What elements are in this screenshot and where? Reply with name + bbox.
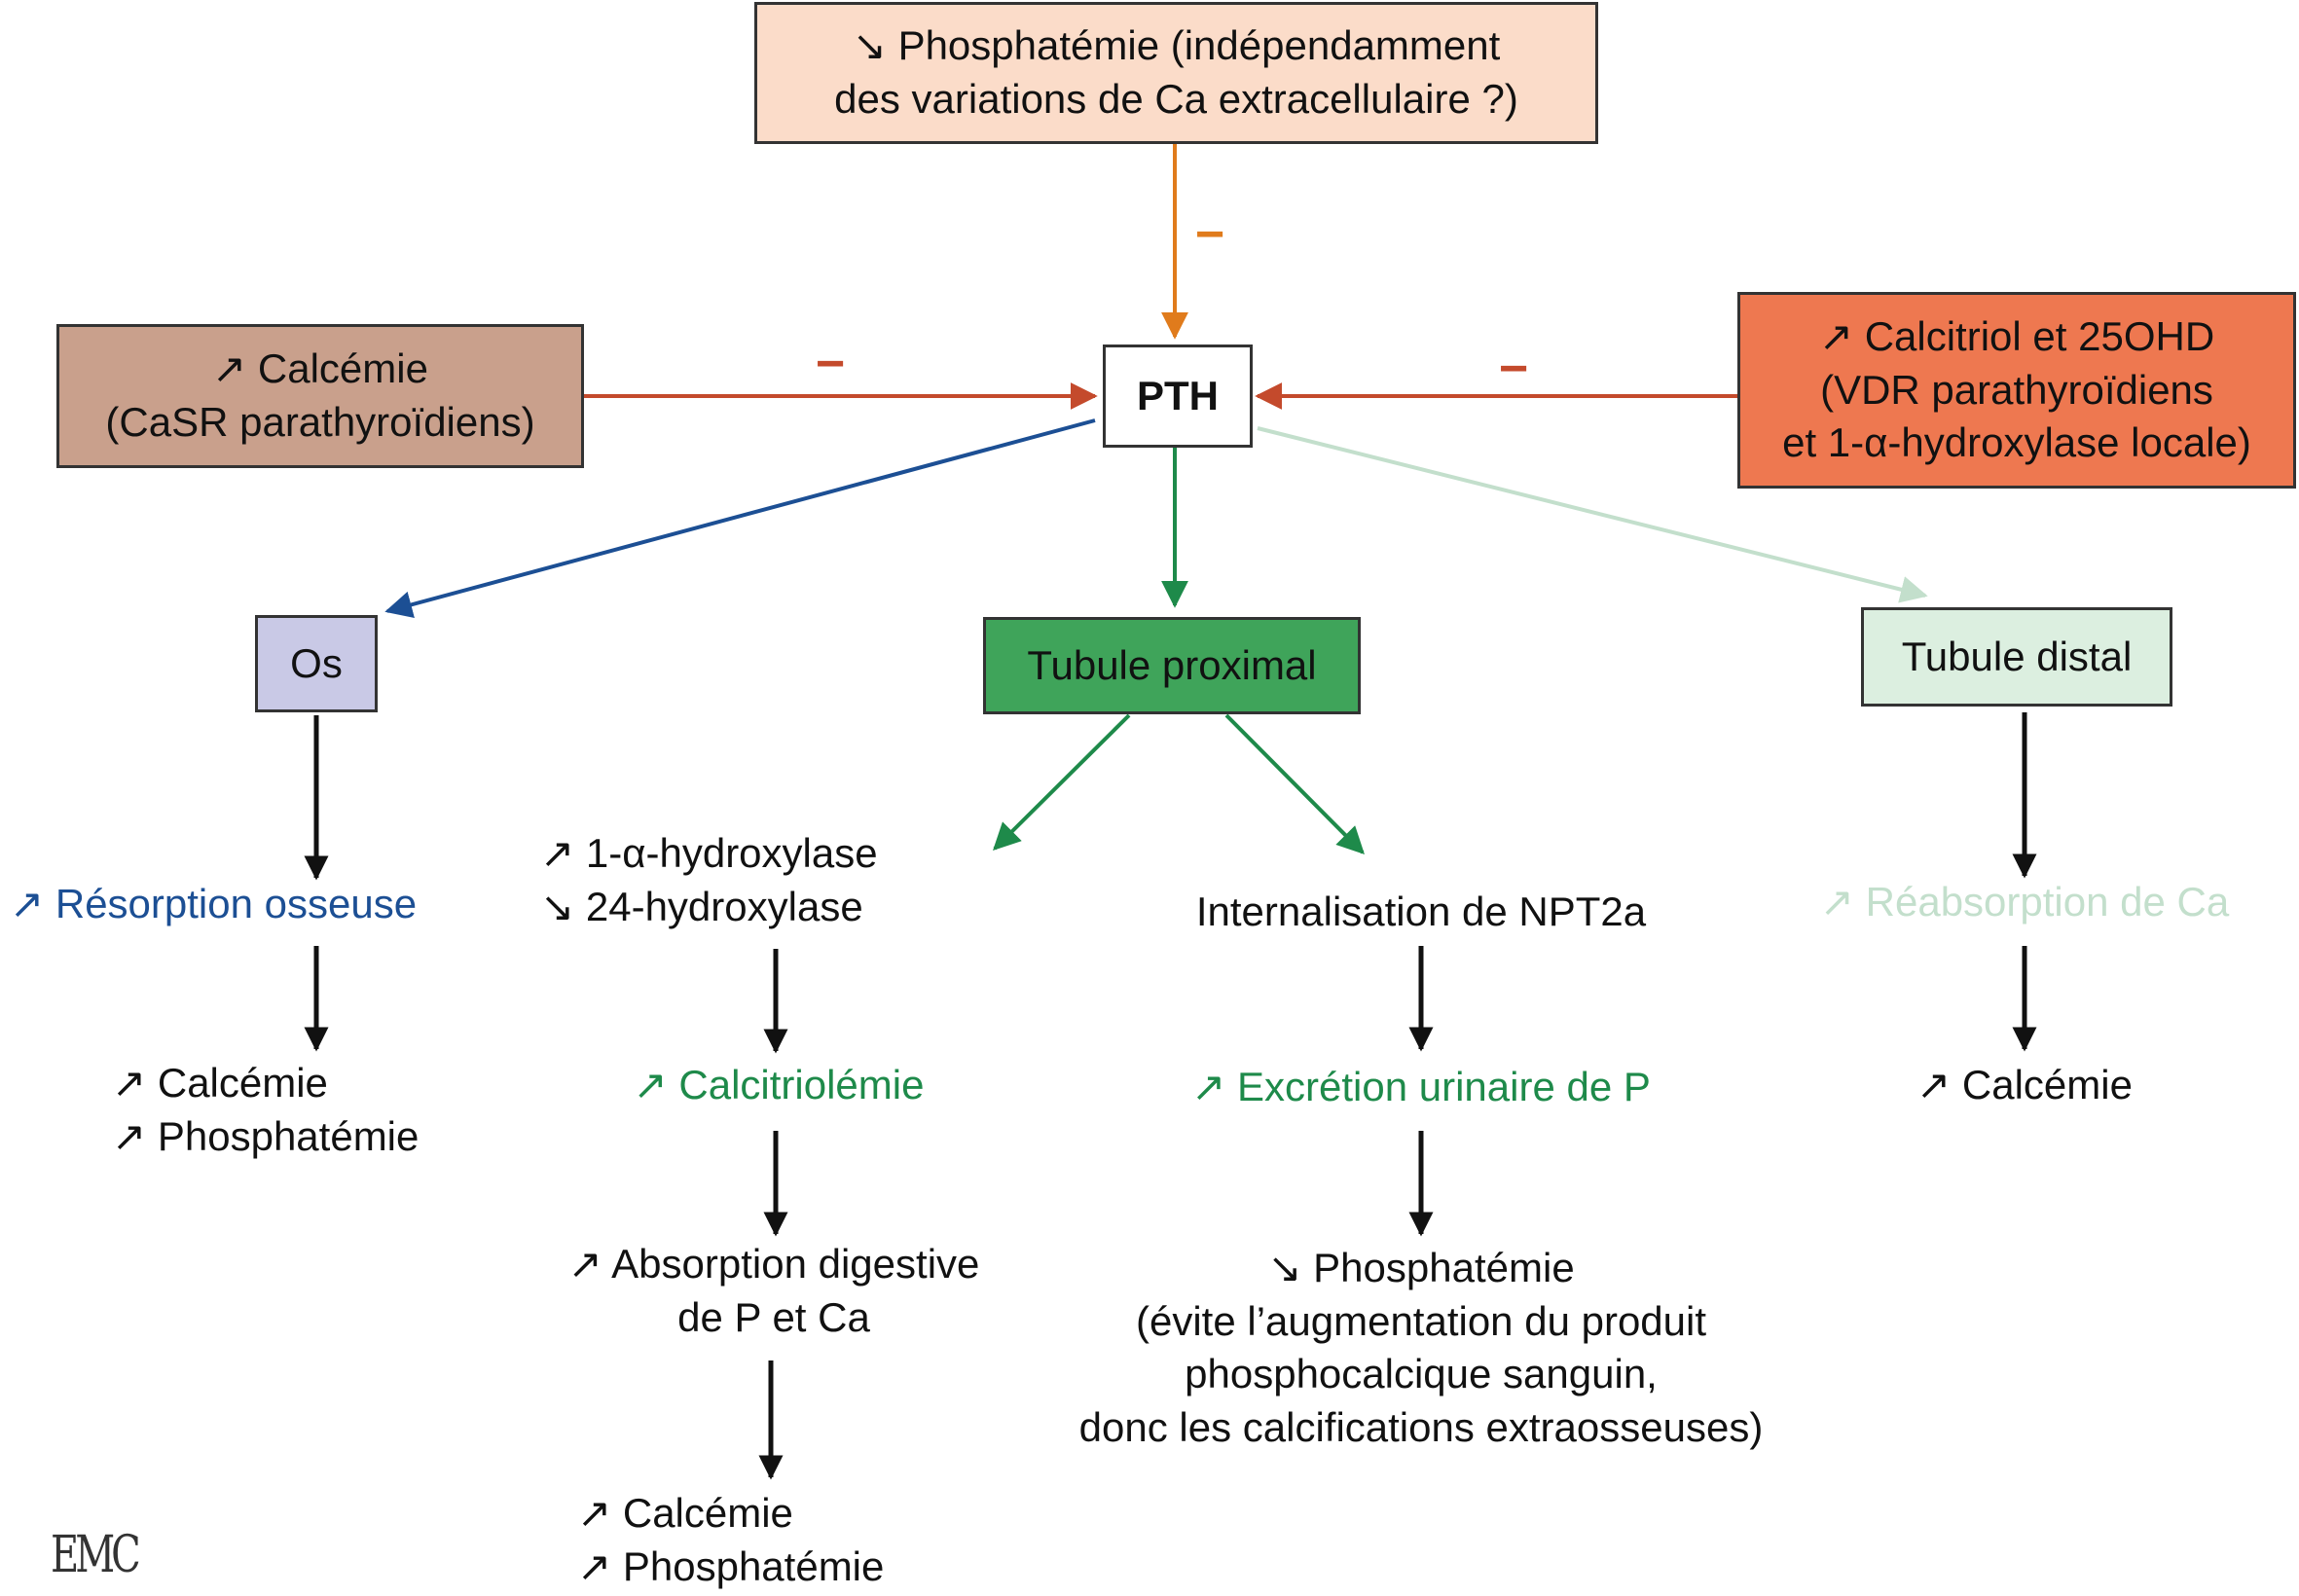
distal-result-calcemie: ↗ Calcémie <box>1916 1062 2133 1107</box>
calcemia-casr-box-line-2: (CaSR parathyroïdiens) <box>105 399 535 445</box>
tubule-proximal-label: Tubule proximal <box>1027 641 1317 688</box>
os-result-phosphatemie: ↗ Phosphatémie <box>112 1112 420 1159</box>
excretion-urinaire-text: ↗ Excrétion urinaire de P <box>1191 1064 1651 1109</box>
calcitriol-box: ↗ Calcitriol et 25OHD (VDR parathyroïdie… <box>1737 292 2296 489</box>
arrow-pth-to-os <box>384 418 1096 618</box>
emc-logo: EMC <box>51 1526 141 1584</box>
calcitriolemie-text: ↗ Calcitriolémie <box>633 1062 925 1107</box>
phosphatemia-box-line-1: ↘ Phosphatémie (indépendamment <box>852 22 1501 69</box>
absorption-digestive-label: ↗ Absorption digestive de P et Ca <box>506 1238 1041 1344</box>
proximal-left-result-calcemie: ↗ Calcémie <box>577 1490 793 1536</box>
proximal-left-result-phosphatemie: ↗ Phosphatémie <box>577 1542 885 1589</box>
phosphatemie-result-label: ↘ Phosphatémie (évite l’augmentation du … <box>1032 1242 1810 1454</box>
minus-sign-right: − <box>1499 341 1529 397</box>
os-result-label: ↗ Calcémie ↗ Phosphatémie <box>112 1057 501 1163</box>
minus-sign-top: − <box>1195 206 1225 263</box>
phosphatemie-result-line-2: (évite l’augmentation du produit <box>1135 1297 1707 1344</box>
calcitriolemie-label: ↗ Calcitriolémie <box>555 1059 1003 1112</box>
minus-sign-left: − <box>816 336 846 392</box>
absorption-digestive-line-1: ↗ Absorption digestive <box>567 1241 980 1287</box>
pth-box: PTH <box>1103 345 1253 448</box>
os-label: Os <box>290 639 343 686</box>
calcemia-casr-box-line-1: ↗ Calcémie <box>212 345 428 392</box>
phosphatemia-box: ↘ Phosphatémie (indépendamment des varia… <box>754 2 1598 144</box>
hydroxylase-24: ↘ 24-hydroxylase <box>540 883 863 929</box>
resorption-osseuse-text: ↗ Résorption osseuse <box>10 881 418 926</box>
tubule-distal-label: Tubule distal <box>1901 633 2133 679</box>
npt2a-label: Internalisation de NPT2a <box>1129 886 1713 939</box>
phosphatemie-result-line-4: donc les calcifications extraosseuses) <box>1078 1403 1764 1450</box>
hydroxylase-1-alpha: ↗ 1-α-hydroxylase <box>540 830 878 876</box>
phosphatemie-result-line-3: phosphocalcique sanguin, <box>1185 1351 1658 1397</box>
tubule-proximal-box: Tubule proximal <box>983 617 1361 714</box>
arrow-proximal-to-hydroxylase <box>993 713 1131 851</box>
phosphatemia-box-line-2: des variations de Ca extracellulaire ?) <box>834 76 1518 122</box>
calcitriol-box-line-1: ↗ Calcitriol et 25OHD <box>1818 313 2215 360</box>
arrow-proximal-to-npt2a <box>1224 713 1365 854</box>
proximal-left-result-label: ↗ Calcémie ↗ Phosphatémie <box>577 1487 967 1593</box>
reabsorption-ca-label: ↗ Réabsorption de Ca <box>1762 876 2287 929</box>
tubule-distal-box: Tubule distal <box>1861 607 2172 707</box>
npt2a-text: Internalisation de NPT2a <box>1195 889 1647 934</box>
phosphatemie-result-line-1: ↘ Phosphatémie <box>1267 1245 1575 1290</box>
resorption-osseuse-label: ↗ Résorption osseuse <box>10 878 457 931</box>
calcemia-casr-box: ↗ Calcémie (CaSR parathyroïdiens) <box>56 324 584 468</box>
arrow-pth-to-tubule-distal <box>1257 426 1928 603</box>
distal-result-label: ↗ Calcémie <box>1849 1059 2200 1112</box>
excretion-urinaire-label: ↗ Excrétion urinaire de P <box>1119 1061 1723 1114</box>
pth-label: PTH <box>1137 372 1219 418</box>
absorption-digestive-line-2: de P et Ca <box>677 1293 870 1340</box>
reabsorption-ca-text: ↗ Réabsorption de Ca <box>1819 879 2230 925</box>
hydroxylase-label: ↗ 1-α-hydroxylase ↘ 24-hydroxylase <box>540 827 949 933</box>
calcitriol-box-line-2: (VDR parathyroïdiens <box>1820 366 2213 413</box>
os-box: Os <box>255 615 378 712</box>
calcitriol-box-line-3: et 1-α-hydroxylase locale) <box>1782 419 2251 466</box>
os-result-calcemie: ↗ Calcémie <box>112 1060 328 1106</box>
